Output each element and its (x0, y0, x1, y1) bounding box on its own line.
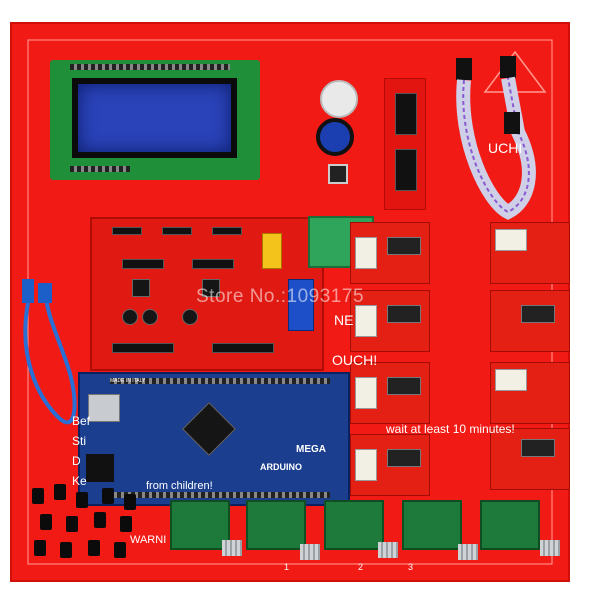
arduino-brand-label: ARDUINO (260, 462, 302, 472)
label-num-3: 3 (408, 562, 414, 572)
heatsink-2 (300, 544, 320, 560)
stepper-driver-4 (402, 500, 462, 550)
lcd-module (50, 60, 260, 180)
usb-b-port (88, 394, 120, 422)
ramps-header-7 (212, 343, 274, 353)
endstop-connector (495, 369, 527, 391)
capacitor-4 (142, 309, 158, 325)
lcd-adapter-board (384, 78, 426, 210)
jumper-cap (114, 542, 126, 558)
board-label-ne: NE (334, 312, 354, 328)
capacitor-1 (132, 279, 150, 297)
endstop-2 (490, 222, 570, 284)
children-warning: from children! (146, 480, 213, 492)
endstop-8 (490, 428, 570, 490)
jumper-cap (54, 484, 66, 500)
arduino-mega-board: MADE IN ITALY ARDUINO MEGA (78, 372, 350, 506)
power-terminal (288, 279, 314, 331)
endstop-7 (350, 434, 430, 496)
endstop-1 (350, 222, 430, 284)
capacitor-3 (122, 309, 138, 325)
ramps-header-2 (162, 227, 192, 235)
ramps-header-6 (112, 343, 174, 353)
usb-cable (22, 279, 77, 425)
endstop-connector (355, 237, 377, 269)
capacitor-2 (202, 279, 220, 297)
lcd-pin-header-bottom (70, 166, 130, 172)
idc-header-bottom (395, 149, 417, 191)
buzzer (320, 80, 358, 118)
display-board: MADE IN ITALY ARDUINO MEGA (10, 22, 570, 582)
microcontroller-chip (182, 402, 236, 456)
ribbon-cable (456, 56, 536, 220)
ramps-header-1 (112, 227, 142, 235)
warning-label: WARNI (130, 534, 167, 546)
endstop-3 (350, 290, 430, 352)
endstop-connector (495, 229, 527, 251)
ramps-header-4 (122, 259, 164, 269)
endstop-5 (350, 362, 430, 424)
stepper-driver-1 (170, 500, 230, 550)
label-num-2: 2 (358, 562, 364, 572)
endstop-switch (387, 305, 421, 323)
capacitor-5 (182, 309, 198, 325)
label-num-1: 1 (284, 562, 290, 572)
endstop-connector (355, 449, 377, 481)
stepper-driver-5 (480, 500, 540, 550)
board-label-ouch: OUCH! (332, 352, 378, 368)
ramps-header-5 (192, 259, 234, 269)
jumper-cap (88, 540, 100, 556)
endstop-connector (355, 305, 377, 337)
dc-jack (86, 454, 114, 482)
arduino-header-top (110, 378, 330, 384)
arduino-model-label: MEGA (296, 444, 326, 455)
jumper-cap (34, 540, 46, 556)
endstop-switch (387, 449, 421, 467)
store-watermark: Store No.:1093175 (196, 286, 365, 307)
endstop-switch (521, 305, 555, 323)
board-label-ke: Ke (72, 474, 87, 488)
made-in-label: MADE IN ITALY (110, 378, 146, 384)
heatsink-3 (378, 542, 398, 558)
ramps-board (90, 217, 324, 371)
endstop-switch (387, 377, 421, 395)
lcd-screen (72, 78, 237, 158)
jumper-cap (94, 512, 106, 528)
endstop-4 (490, 290, 570, 352)
stepper-driver-3 (324, 500, 384, 550)
fuse (262, 233, 282, 269)
idc-header-top (395, 93, 417, 135)
jumper-cap (76, 492, 88, 508)
endstop-switch (387, 237, 421, 255)
stepper-driver-2 (246, 500, 306, 550)
jumper-cap (40, 514, 52, 530)
jumper-cap (124, 494, 136, 510)
endstop-switch (521, 439, 555, 457)
board-label-bef: Bef (72, 414, 91, 428)
board-label-sti: Sti (72, 434, 87, 448)
rotary-encoder-knob (316, 118, 354, 156)
jumper-cap (60, 542, 72, 558)
board-label-d: D (72, 454, 81, 468)
jumper-cap (66, 516, 78, 532)
jumper-cap (102, 488, 114, 504)
lcd-pin-header (70, 64, 230, 70)
endstop-connector (355, 377, 377, 409)
endstop-6 (490, 362, 570, 424)
board-label-uchi: UCHI (488, 140, 523, 156)
reset-button (328, 164, 348, 184)
jumper-cap (32, 488, 44, 504)
heatsink-1 (222, 540, 242, 556)
heatsink-4 (458, 544, 478, 560)
arduino-header-bottom (110, 492, 330, 498)
wait-notice: wait at least 10 minutes! (386, 422, 515, 436)
heatsink-5 (540, 540, 560, 556)
ramps-header-3 (212, 227, 242, 235)
jumper-cap (120, 516, 132, 532)
